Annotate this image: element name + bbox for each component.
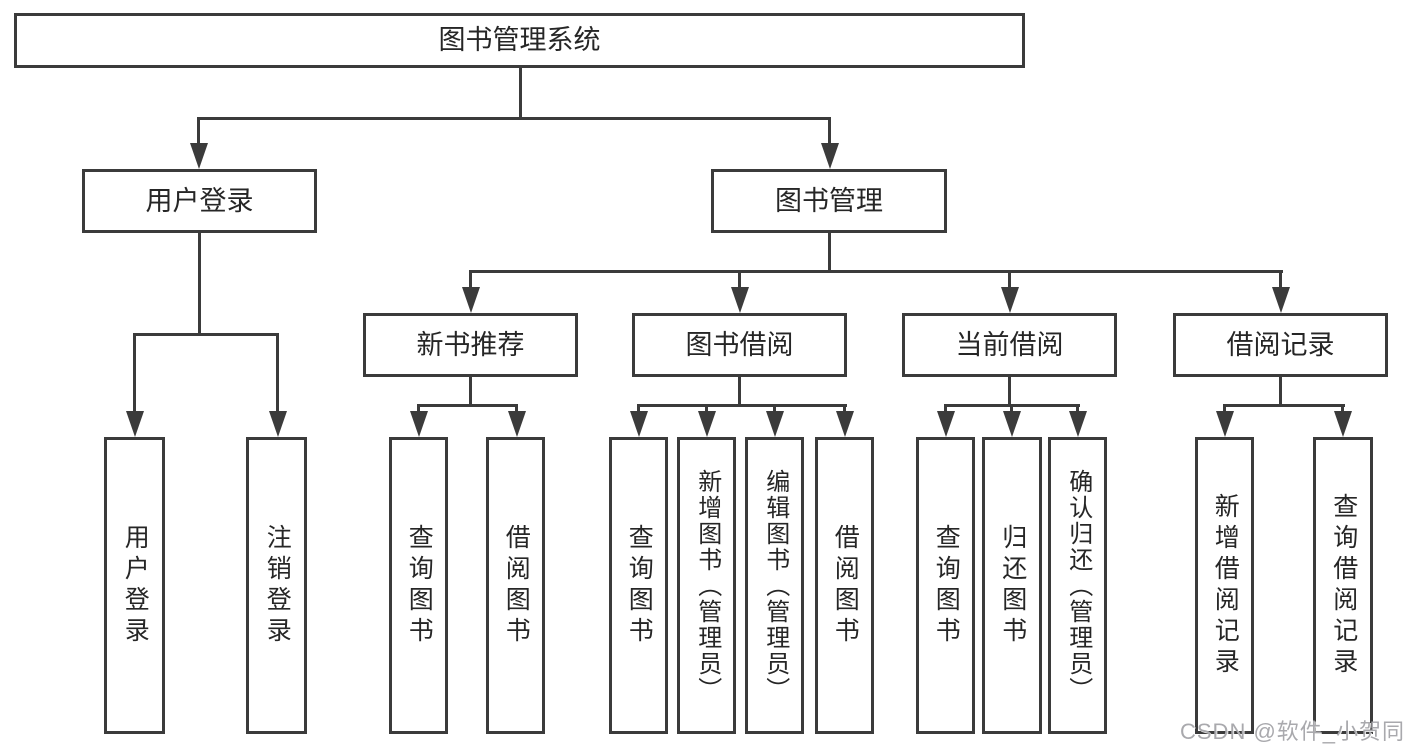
connector-line [515,404,518,413]
connector-line [1279,377,1282,407]
connector-line [133,333,279,336]
node-label: 当前借阅 [955,329,1064,360]
node-library-management-system: 图书管理系统 [14,13,1025,68]
node-book-management: 图书管理 [711,169,947,233]
leaf-return-books: 归还图书 [982,437,1042,734]
arrow-down-icon [508,411,526,437]
arrow-down-icon [1003,411,1021,437]
connector-line [197,117,200,145]
node-borrowing-records: 借阅记录 [1173,313,1388,377]
arrow-down-icon [766,411,784,437]
node-label: 借阅记录 [1226,329,1335,360]
arrow-down-icon [836,411,854,437]
connector-line [828,117,831,145]
connector-line [417,404,518,407]
leaf-user-login: 用户登录 [104,437,165,734]
connector-line [828,233,831,273]
node-user-login: 用户登录 [82,169,317,233]
node-book-borrowing: 图书借阅 [632,313,847,377]
connector-line [197,117,831,120]
node-new-book-recommend: 新书推荐 [363,313,578,377]
node-current-borrowing: 当前借阅 [902,313,1117,377]
connector-line [637,404,640,413]
connector-line [843,404,846,413]
leaf-add-books-admin: 新增图书（管理员） [677,437,736,734]
arrow-down-icon [731,287,749,313]
connector-line [1223,404,1226,413]
connector-line [1279,270,1282,289]
connector-line [705,404,708,413]
csdn-watermark: CSDN @软件_小贺同学 [1180,714,1405,746]
arrow-down-icon [410,411,428,437]
leaf-label: 新增借阅记录 [1211,492,1240,679]
arrow-down-icon [269,411,287,437]
leaf-borrow-books: 借阅图书 [815,437,874,734]
leaf-label: 编辑图书（管理员） [761,468,789,703]
leaf-label: 注销登录 [263,523,292,648]
leaf-label: 借阅图书 [502,523,531,648]
node-label: 用户登录 [145,185,254,216]
leaf-label: 借阅图书 [831,523,860,648]
arrow-down-icon [1001,287,1019,313]
node-label: 新书推荐 [416,329,525,360]
connector-line [944,404,947,413]
connector-line [469,377,472,407]
connector-line [1008,377,1011,407]
arrow-down-icon [1216,411,1234,437]
leaf-borrow-books-recommend: 借阅图书 [486,437,545,734]
leaf-query-borrow-record: 查询借阅记录 [1313,437,1373,734]
connector-line [469,270,1283,273]
leaf-query-books-current: 查询图书 [916,437,975,734]
leaf-label: 查询图书 [625,523,654,648]
arrow-down-icon [126,411,144,437]
leaf-label: 确认归还（管理员） [1064,468,1092,703]
arrow-down-icon [1334,411,1352,437]
leaf-edit-books-admin: 编辑图书（管理员） [745,437,804,734]
connector-line [773,404,776,413]
connector-line [738,270,741,289]
connector-line [1076,404,1079,413]
leaf-query-books-recommend: 查询图书 [389,437,448,734]
leaf-label: 查询借阅记录 [1329,492,1358,679]
leaf-label: 查询图书 [405,523,434,648]
connector-line [637,404,847,407]
leaf-label: 查询图书 [932,523,961,648]
arrow-down-icon [462,287,480,313]
arrow-down-icon [1069,411,1087,437]
leaf-logout: 注销登录 [246,437,307,734]
leaf-query-books-borrowing: 查询图书 [609,437,668,734]
leaf-label: 用户登录 [121,523,150,648]
node-label: 图书管理系统 [438,25,601,55]
connector-line [1010,404,1013,413]
node-label: 图书借阅 [685,329,794,360]
connector-line [133,333,136,413]
arrow-down-icon [821,143,839,169]
leaf-add-borrow-record: 新增借阅记录 [1195,437,1254,734]
connector-line [469,270,472,289]
node-label: 图书管理 [775,185,883,216]
connector-line [1223,404,1345,407]
arrow-down-icon [630,411,648,437]
arrow-down-icon [1272,287,1290,313]
connector-line [417,404,420,413]
arrow-down-icon [190,143,208,169]
connector-line [1008,270,1011,289]
connector-line [738,377,741,407]
watermark-text: CSDN @软件_小贺同学 [1180,719,1405,744]
arrow-down-icon [698,411,716,437]
leaf-label: 新增图书（管理员） [693,468,721,703]
connector-line [519,68,522,119]
connector-line [198,233,201,335]
connector-line [276,333,279,413]
leaf-label: 归还图书 [998,523,1027,648]
arrow-down-icon [937,411,955,437]
leaf-confirm-return-admin: 确认归还（管理员） [1048,437,1107,734]
connector-line [1341,404,1344,413]
